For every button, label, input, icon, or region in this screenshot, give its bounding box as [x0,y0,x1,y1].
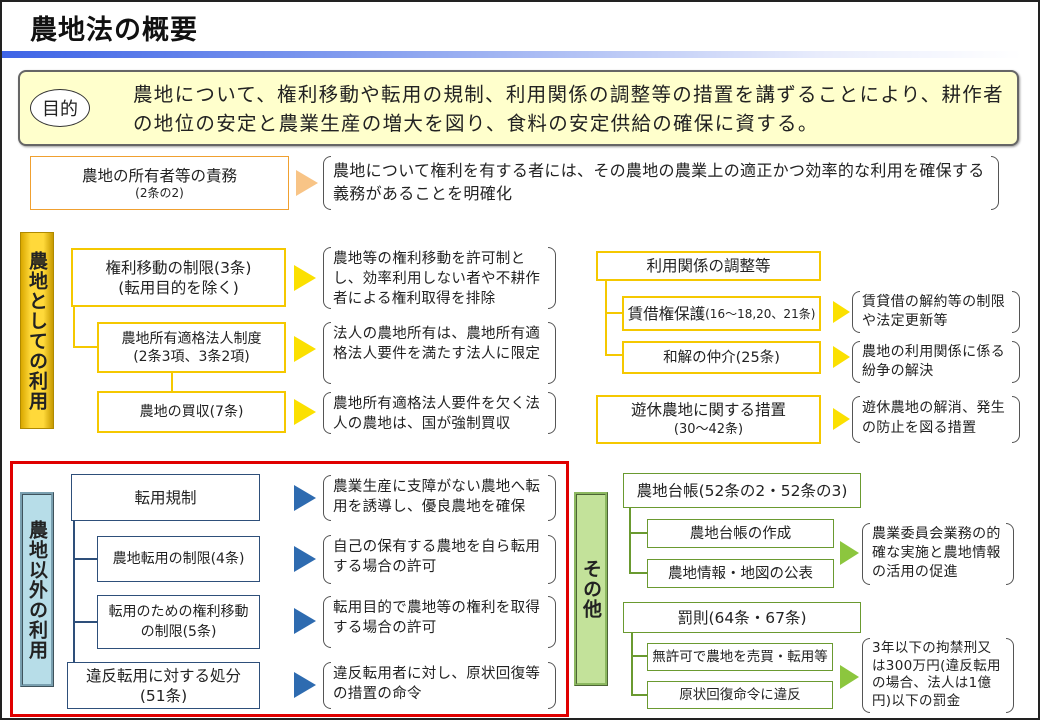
box-sub: (51条) [139,686,188,705]
arrow-icon [296,170,318,196]
arrow-icon [833,408,850,430]
box-title: 賃借権保護 [627,304,706,323]
title-underline [2,51,1022,58]
connector-line [73,520,75,663]
desc-box: 農地所有適格法人要件を欠く法人の農地は、国が強制買収 [323,392,556,434]
duty-box: 農地の所有者等の責務 (2条の2) [30,156,289,210]
conversion-rights-box: 転用のための権利移動の制限(5条) [97,595,260,649]
desc-box: 賃貸借の解約等の制限や法定更新等 [852,291,1020,333]
penalty-item-box: 原状回復命令に違反 [647,681,833,709]
connector-line [605,312,623,314]
connector-line [631,632,633,696]
arrow-icon [294,672,316,698]
desc-box: 転用目的で農地等の権利を取得する場合の許可 [323,596,556,648]
connector-line [605,354,623,356]
arrow-icon [833,301,850,323]
connector-line [605,280,607,317]
connector-line [629,532,648,534]
box-ref: (16〜18,20、21条) [705,306,816,321]
connector-line [605,312,607,356]
arrow-icon [840,541,859,565]
connector-line [629,506,631,574]
desc-box: 自己の保有する農地を自ら転用する場合の許可 [323,535,556,584]
purchase-box: 農地の買収(7条) [97,391,286,433]
desc-box: 農業委員会業務の的確な実施と農地情報の活用の促進 [862,523,1014,585]
desc-box: 農業生産に支障がない農地へ転用を誘導し、優良農地を確保 [323,475,556,521]
desc-box: 3年以下の拘禁刑又は300万円(違反転用の場合、法人は1億円)以下の罰金 [862,638,1014,713]
arrow-icon [294,399,316,425]
arrow-icon [294,485,316,511]
agri-use-label: 農地としての利用 [20,232,54,429]
violation-box: 違反転用に対する処分 (51条) [67,662,260,709]
qualified-corp-box: 農地所有適格法人制度 (2条3項、3条2項) [97,322,286,373]
mediation-box: 和解の仲介(25条) [622,341,821,374]
connector-line [73,346,98,348]
box-sub: (2条3項、3条2項) [133,348,250,365]
arrow-icon [294,336,316,362]
connector-line [631,655,648,657]
desc-box: 法人の農地所有は、農地所有適格法人要件を満たす法人に限定 [323,322,556,384]
relations-box: 利用関係の調整等 [596,251,821,281]
ledger-publish-box: 農地情報・地図の公表 [647,559,834,588]
arrow-icon [294,608,316,634]
desc-box: 遊休農地の解消、発生の防止を図る措置 [852,396,1020,443]
idle-land-box: 遊休農地に関する措置 (30〜42条) [596,395,821,444]
ledger-create-box: 農地台帳の作成 [647,519,834,548]
connector-line [631,694,648,696]
penalty-item-box: 無許可で農地を売買・転用等 [647,643,833,671]
box-sub: (転用目的を除く) [118,278,239,297]
page-title: 農地法の概要 [30,15,198,46]
connector-line [171,372,173,392]
arrow-icon [840,665,859,689]
box-title: 違反転用に対する処分 [85,666,241,685]
lease-protection-box: 賃借権保護(16〜18,20、21条) [622,296,821,331]
purpose-text: 農地について、権利移動や転用の規制、利用関係の調整等の措置を講ずることにより、耕… [133,83,1004,135]
arrow-icon [833,346,850,368]
other-label: その他 [574,492,608,686]
duty-ref: (2条の2) [135,186,184,200]
connector-line [73,306,75,348]
box-title: 農地の買収(7条) [139,404,244,420]
desc-box: 農地の利用関係に係る紛争の解決 [852,341,1020,383]
purpose-panel [18,70,1019,146]
connector-line [629,572,648,574]
box-title: 遊休農地に関する措置 [630,400,786,419]
connector-line [73,558,98,560]
duty-desc: 農地について権利を有する者には、その農地の農業上の適正かつ効率的な利用を確保する… [323,156,999,210]
ledger-box: 農地台帳(52条の2・52条の3) [623,473,861,508]
box-title: 農地所有適格法人制度 [121,330,262,347]
connector-line [73,621,98,623]
penalty-box: 罰則(64条・67条) [623,602,861,633]
duty-title: 農地の所有者等の責務 [81,167,237,185]
desc-box: 違反転用者に対し、原状回復等の措置の命令 [323,662,556,709]
conversion-regulation-box: 転用規制 [71,474,260,521]
arrow-icon [294,265,316,291]
box-title: 権利移動の制限(3条) [105,258,252,277]
non-agri-use-label: 農地以外の利用 [20,492,54,687]
desc-box: 農地等の権利移動を許可制とし、効率利用しない者や不耕作者による権利取得を排除 [323,247,556,309]
rights-transfer-box: 権利移動の制限(3条) (転用目的を除く) [71,248,286,307]
highlight-frame [10,461,569,717]
box-ref: (30〜42条) [673,421,744,437]
purpose-label: 目的 [30,89,90,127]
arrow-icon [294,546,316,572]
conversion-limit-box: 農地転用の制限(4条) [97,536,260,582]
